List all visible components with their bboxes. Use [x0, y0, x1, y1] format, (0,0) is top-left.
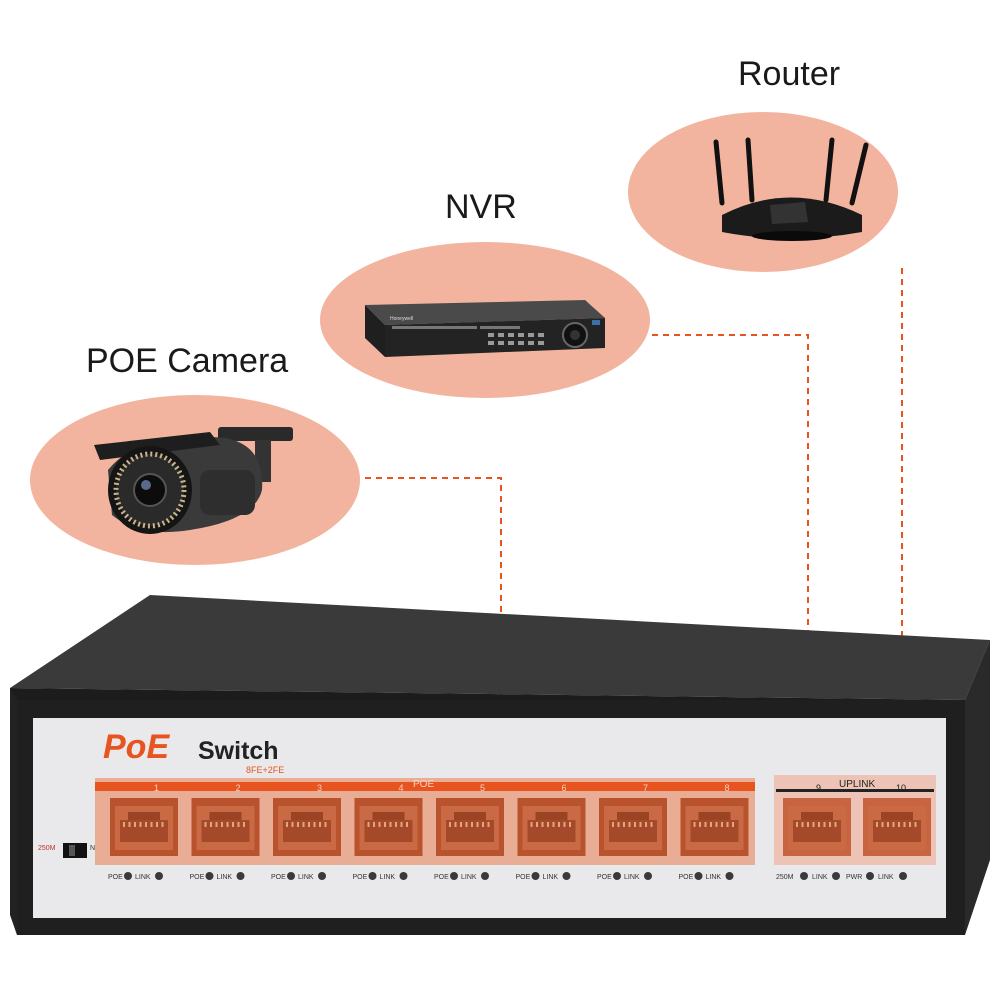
led-link: [318, 872, 326, 880]
led-link: [562, 872, 571, 880]
camera-label: POE Camera: [86, 342, 289, 380]
led-link: [725, 872, 734, 880]
led-250m: [800, 872, 808, 880]
led-label-poe: POE: [353, 874, 368, 881]
led-poe: [450, 872, 458, 880]
port-4[interactable]: 4: [354, 783, 423, 856]
led-poe: [287, 872, 295, 880]
port-number: 4: [399, 783, 404, 793]
port-number: 7: [643, 783, 648, 793]
router-highlight: [628, 112, 898, 272]
led-label-pwr: PWR: [846, 874, 862, 881]
led-link: [899, 872, 907, 880]
led-poe: [531, 872, 540, 880]
led-label-poe: POE: [434, 874, 449, 881]
nvr-connector: [652, 334, 809, 770]
led-poe: [368, 872, 377, 880]
led-label-poe: POE: [679, 874, 694, 881]
nvr-label: NVR: [445, 188, 517, 226]
port-number: 8: [725, 783, 730, 793]
port-number: 9: [816, 783, 821, 793]
port-number: 3: [317, 783, 322, 793]
router-icon: [713, 137, 869, 241]
port-number: 2: [236, 783, 241, 793]
led-poe: [694, 872, 703, 880]
led-poe: [613, 872, 621, 880]
led-label-link: LINK: [543, 874, 559, 881]
led-poe: [205, 872, 214, 880]
led-link: [481, 872, 489, 880]
led-label-link: LINK: [706, 874, 722, 881]
port-2[interactable]: 2: [191, 783, 260, 856]
switch-leds: POE LINK POE LINK POE LINK POE LINK POE LINK POE LI…: [108, 872, 907, 881]
led-label-link: LINK: [135, 874, 151, 881]
led-label-link: LINK: [878, 874, 894, 881]
led-label-poe: POE: [597, 874, 612, 881]
led-link: [236, 872, 245, 880]
led-link: [155, 872, 163, 880]
led-label-link: LINK: [380, 874, 396, 881]
port-8[interactable]: 8: [680, 783, 749, 856]
router-label: Router: [738, 55, 841, 93]
led-pwr: [866, 872, 874, 880]
dip-on-label: N: [90, 845, 96, 852]
port-9[interactable]: 9: [783, 783, 851, 856]
camera-icon: [94, 427, 293, 534]
led-link: [399, 872, 408, 880]
port-7[interactable]: 7: [599, 783, 667, 856]
led-poe: [124, 872, 132, 880]
port-6[interactable]: 6: [517, 783, 586, 856]
uplink-group-label: UPLINK: [839, 779, 876, 790]
led-label-link: LINK: [624, 874, 640, 881]
led-label-link: LINK: [461, 874, 477, 881]
port-number: 1: [154, 783, 159, 793]
port-1[interactable]: 1: [110, 783, 178, 856]
led-label-link: LINK: [812, 874, 828, 881]
led-label-poe: POE: [516, 874, 531, 881]
led-label-link: LINK: [217, 874, 233, 881]
dip-label: 250M: [38, 845, 56, 852]
port-number: 6: [562, 783, 567, 793]
led-label-poe: POE: [190, 874, 205, 881]
switch-brand-poe: PoE: [103, 728, 170, 766]
switch-brand-switch: Switch: [198, 737, 279, 765]
port-number: 10: [896, 783, 906, 793]
port-3[interactable]: 3: [273, 783, 341, 856]
led-link: [644, 872, 652, 880]
switch-model: 8FE+2FE: [246, 765, 285, 775]
led-label-poe: POE: [108, 874, 123, 881]
port-5[interactable]: 5: [436, 783, 504, 856]
led-label-link: LINK: [298, 874, 314, 881]
switch-ports: 1 2 3 4 5 6 7 8 9 10: [110, 783, 931, 856]
port-10[interactable]: 10: [863, 783, 931, 856]
port-number: 5: [480, 783, 485, 793]
led-link: [832, 872, 840, 880]
nvr-brand-text: Honeywell: [390, 316, 413, 322]
nvr-icon: Honeywell: [365, 300, 605, 357]
poe-group-label: POE: [413, 779, 435, 790]
led-label-poe: POE: [271, 874, 286, 881]
led-label-250m: 250M: [776, 874, 794, 881]
